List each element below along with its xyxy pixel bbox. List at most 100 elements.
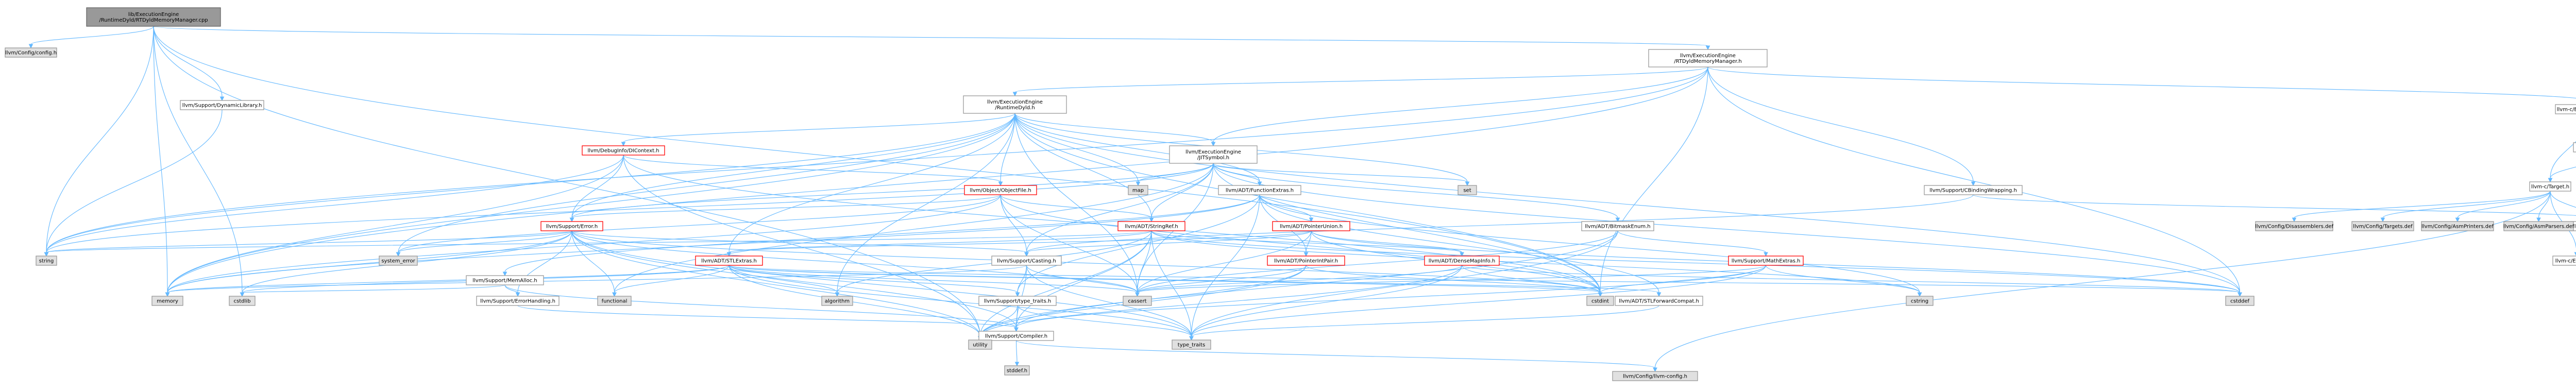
edge-jitsymbol-to-set bbox=[1213, 163, 1470, 186]
node-box bbox=[1169, 145, 1258, 164]
node-box bbox=[968, 339, 992, 350]
node-string[interactable]: string bbox=[36, 256, 57, 266]
node-map[interactable]: map bbox=[1128, 185, 1148, 195]
node-llvm-config-disassemblers-def[interactable]: llvm/Config/Disassemblers.def bbox=[2255, 221, 2333, 231]
node-llvm-config-asmparsers-def[interactable]: llvm/Config/AsmParsers.def bbox=[2503, 221, 2574, 231]
node-box bbox=[466, 275, 544, 285]
node-label: llvm/ADT/PointerIntPair.h bbox=[1274, 259, 1338, 264]
node-llvm-c-targetmachine-h[interactable]: llvm-c/TargetMachine.h bbox=[2573, 142, 2576, 152]
edge-stlextras-to-algorithm bbox=[728, 265, 840, 297]
node-label: llvm/Support/Compiler.h bbox=[985, 334, 1047, 339]
node-box bbox=[2225, 296, 2255, 306]
node-label: llvm/Support/Error.h bbox=[546, 224, 598, 230]
node-llvm-executionengine-jitsymbol-h[interactable]: llvm/ExecutionEngine/JITSymbol.h bbox=[1169, 145, 1258, 164]
node-label: system_error bbox=[381, 259, 415, 264]
node-label: llvm/ExecutionEngine bbox=[1680, 53, 1736, 59]
node-label: llvm/ADT/StringRef.h bbox=[1125, 224, 1178, 230]
node-box bbox=[379, 256, 418, 266]
node-llvm-object-objectfile-h[interactable]: llvm/Object/ObjectFile.h bbox=[964, 185, 1037, 195]
node-label: llvm/Object/ObjectFile.h bbox=[970, 188, 1031, 194]
node-llvm-adt-stringref-h[interactable]: llvm/ADT/StringRef.h bbox=[1117, 221, 1185, 231]
node-llvm-support-mathextras-h[interactable]: llvm/Support/MathExtras.h bbox=[1728, 256, 1804, 266]
node-llvm-config-targets-def[interactable]: llvm/Config/Targets.def bbox=[2351, 221, 2414, 231]
node-label: cassert bbox=[1128, 299, 1146, 304]
node-box bbox=[2573, 142, 2576, 152]
node-label: llvm-c/Types.h bbox=[2574, 224, 2576, 230]
node-stddef-h[interactable]: stddef.h bbox=[1004, 365, 1030, 376]
node-label: llvm/Support/type_traits.h bbox=[984, 299, 1051, 304]
node-label: llvm/ExecutionEngine bbox=[1185, 149, 1241, 155]
node-llvm-support-type-traits-h[interactable]: llvm/Support/type_traits.h bbox=[978, 296, 1057, 306]
node-box bbox=[5, 47, 57, 58]
node-box bbox=[2552, 256, 2576, 266]
node-llvm-adt-densemapinfo-h[interactable]: llvm/ADT/DenseMapInfo.h bbox=[1424, 256, 1500, 266]
edge-cee-to-ctarget bbox=[2548, 141, 2576, 183]
node-llvm-debuginfo-dicontext-h[interactable]: llvm/DebugInfo/DIContext.h bbox=[582, 145, 665, 156]
node-llvm-config-llvm-config-h[interactable]: llvm/Config/llvm-config.h bbox=[1612, 371, 1698, 381]
edge-ptrunion-to-stlextras bbox=[726, 230, 1312, 257]
node-llvm-executionengine-rtdyldmemorymanager-h[interactable]: llvm/ExecutionEngine/RTDyldMemoryManager… bbox=[1648, 49, 1768, 67]
node-box bbox=[229, 296, 256, 306]
edge-root-to-memory bbox=[153, 26, 170, 297]
node-memory[interactable]: memory bbox=[151, 296, 183, 306]
node-box bbox=[597, 296, 632, 306]
node-llvm-adt-pointerintpair-h[interactable]: llvm/ADT/PointerIntPair.h bbox=[1267, 256, 1345, 266]
edge-stlextras-to-memory bbox=[165, 265, 730, 297]
node-llvm-support-errorhandling-h[interactable]: llvm/Support/ErrorHandling.h bbox=[476, 296, 560, 306]
edge-jitsymbol-to-bitmask bbox=[1213, 163, 1620, 223]
node-system-error[interactable]: system_error bbox=[379, 256, 418, 266]
edge-stlextras-to-functional bbox=[612, 265, 730, 297]
node-llvm-adt-functionextras-h[interactable]: llvm/ADT/FunctionExtras.h bbox=[1218, 185, 1301, 195]
node-label: cstddef bbox=[2230, 299, 2249, 304]
node-llvm-support-dynamiclibrary-h[interactable]: llvm/Support/DynamicLibrary.h bbox=[180, 100, 264, 110]
node-cstdint[interactable]: cstdint bbox=[1586, 296, 1614, 306]
node-llvm-c-executionengine-h[interactable]: llvm-c/ExecutionEngine.h bbox=[2555, 104, 2576, 114]
edge-dicontext-to-objectfile bbox=[623, 155, 1003, 186]
node-llvm-adt-stlforwardcompat-h[interactable]: llvm/ADT/STLForwardCompat.h bbox=[1615, 296, 1703, 306]
node-label: llvm/Config/Targets.def bbox=[2353, 224, 2413, 230]
node-llvm-config-asmprinters-def[interactable]: llvm/Config/AsmPrinters.def bbox=[2421, 221, 2494, 231]
edge-funcextras-to-memalloc bbox=[502, 194, 1260, 277]
edge-stlextras-to-typetraits bbox=[728, 265, 1020, 297]
node-llvm-support-error-h[interactable]: llvm/Support/Error.h bbox=[540, 221, 603, 231]
edge-funcextras-to-typetraits_std bbox=[1189, 194, 1260, 341]
edge-densemap-to-cstddef bbox=[1461, 265, 2242, 297]
node-llvm-executionengine-runtimedyld-h[interactable]: llvm/ExecutionEngine/RuntimeDyld.h bbox=[963, 95, 1067, 114]
node-box bbox=[1424, 256, 1500, 266]
node-set[interactable]: set bbox=[1458, 185, 1477, 195]
node-label: functional bbox=[602, 299, 628, 304]
node-cstring[interactable]: cstring bbox=[1906, 296, 1934, 306]
node-algorithm[interactable]: algorithm bbox=[821, 296, 853, 306]
node-functional[interactable]: functional bbox=[597, 296, 632, 306]
node-lib-executionengine-runtimedyld-rtdyldmemorymanager-cpp[interactable]: lib/ExecutionEngine/RuntimeDyld/RTDyldMe… bbox=[86, 7, 221, 27]
node-label: llvm/ExecutionEngine bbox=[987, 99, 1043, 105]
node-label: /RuntimeDyld.h bbox=[995, 105, 1035, 111]
node-llvm-c-externc-h[interactable]: llvm-c/ExternC.h bbox=[2552, 256, 2576, 266]
edge-rtdyld-to-cbinding bbox=[1707, 66, 1976, 186]
edge-ctypes-to-cexternc bbox=[2574, 252, 2576, 256]
node-label: llvm/Config/llvm-config.h bbox=[1623, 374, 1687, 380]
node-type-traits[interactable]: type_traits bbox=[1172, 339, 1211, 350]
node-label: llvm/Config/AsmParsers.def bbox=[2503, 224, 2574, 230]
edge-ctarget-to-cfgtargets bbox=[2380, 191, 2551, 223]
node-llvm-config-config-h[interactable]: llvm/Config/config.h bbox=[5, 47, 57, 58]
node-cassert[interactable]: cassert bbox=[1123, 296, 1152, 306]
node-cstddef[interactable]: cstddef bbox=[2225, 296, 2255, 306]
edge-ctm-to-ctarget bbox=[2548, 166, 2576, 183]
node-llvm-support-memalloc-h[interactable]: llvm/Support/MemAlloc.h bbox=[466, 275, 544, 285]
node-utility[interactable]: utility bbox=[968, 339, 992, 350]
node-llvm-c-target-h[interactable]: llvm-c/Target.h bbox=[2529, 181, 2571, 192]
node-llvm-adt-stlextras-h[interactable]: llvm/ADT/STLExtras.h bbox=[695, 256, 763, 266]
edge-rtdyld-to-cee bbox=[1707, 66, 2576, 99]
node-label: llvm/Support/ErrorHandling.h bbox=[480, 299, 555, 304]
node-llvm-adt-pointerunion-h[interactable]: llvm/ADT/PointerUnion.h bbox=[1272, 221, 1350, 231]
node-box bbox=[86, 7, 221, 27]
node-llvm-support-casting-h[interactable]: llvm/Support/Casting.h bbox=[991, 256, 1062, 266]
node-label: llvm/Config/Disassemblers.def bbox=[2255, 224, 2333, 230]
edge-bitmask-to-mathextras bbox=[1617, 230, 1768, 257]
node-llvm-support-compiler-h[interactable]: llvm/Support/Compiler.h bbox=[978, 331, 1054, 341]
node-llvm-adt-bitmaskenum-h[interactable]: llvm/ADT/BitmaskEnum.h bbox=[1581, 221, 1654, 231]
node-cstdlib[interactable]: cstdlib bbox=[229, 296, 256, 306]
node-llvm-support-cbindingwrapping-h[interactable]: llvm/Support/CBindingWrapping.h bbox=[1924, 185, 2023, 195]
